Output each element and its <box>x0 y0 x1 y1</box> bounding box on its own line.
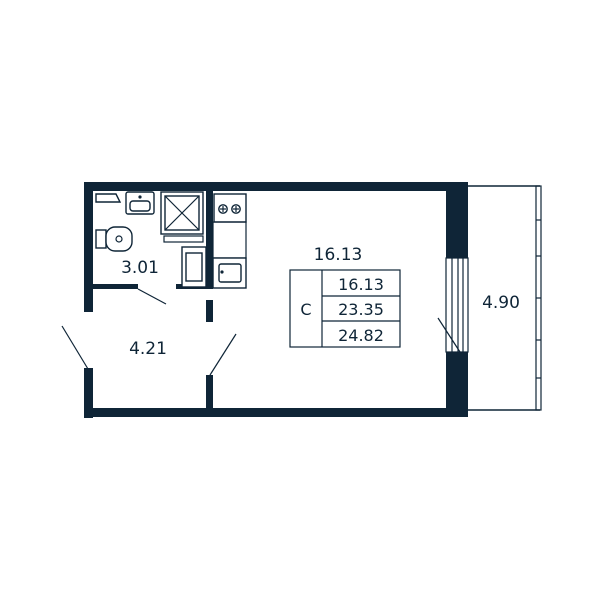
wall-right-upper <box>446 182 468 258</box>
hall-area: 4.21 <box>129 339 167 359</box>
wall-hall-right-lower <box>206 375 213 417</box>
living-area-value: 16.13 <box>338 275 384 294</box>
entrance-door-right <box>209 333 237 376</box>
total-with-balcony-value: 24.82 <box>338 326 384 345</box>
toilet-icon <box>95 226 133 252</box>
area-summary-table: С 16.13 23.35 24.82 <box>289 269 401 348</box>
entrance-door-left <box>61 325 89 370</box>
shower-icon <box>160 191 204 243</box>
fridge-icon <box>181 246 207 288</box>
bathroom-fixtures <box>95 191 204 252</box>
wall-left-upper <box>84 182 93 312</box>
bathroom-shelf-icon <box>95 193 122 203</box>
balcony-door <box>437 317 461 353</box>
wall-hall-stub <box>206 300 213 322</box>
washbasin-icon <box>125 191 155 215</box>
apartment-type-letter: С <box>300 300 311 319</box>
countertop <box>212 221 247 259</box>
total-area-value: 23.35 <box>338 300 384 319</box>
wall-kitchen-divider <box>206 182 213 288</box>
balcony-area: 4.90 <box>482 293 520 313</box>
stove-icon <box>213 193 247 223</box>
balcony <box>468 185 542 411</box>
doors <box>61 288 461 376</box>
wall-top <box>84 182 468 191</box>
outer-walls <box>84 182 468 418</box>
wall-right-lower <box>446 352 468 417</box>
wall-bath-divider <box>84 284 138 289</box>
bathroom-door <box>137 288 167 305</box>
kitchen-sink-icon <box>212 257 247 289</box>
wall-bottom <box>84 408 468 417</box>
main-room-area: 16.13 <box>314 245 363 265</box>
room-window <box>445 257 469 353</box>
kitchen-fixtures <box>181 193 247 289</box>
bathroom-area: 3.01 <box>121 258 159 278</box>
wall-left-lower <box>84 368 93 418</box>
